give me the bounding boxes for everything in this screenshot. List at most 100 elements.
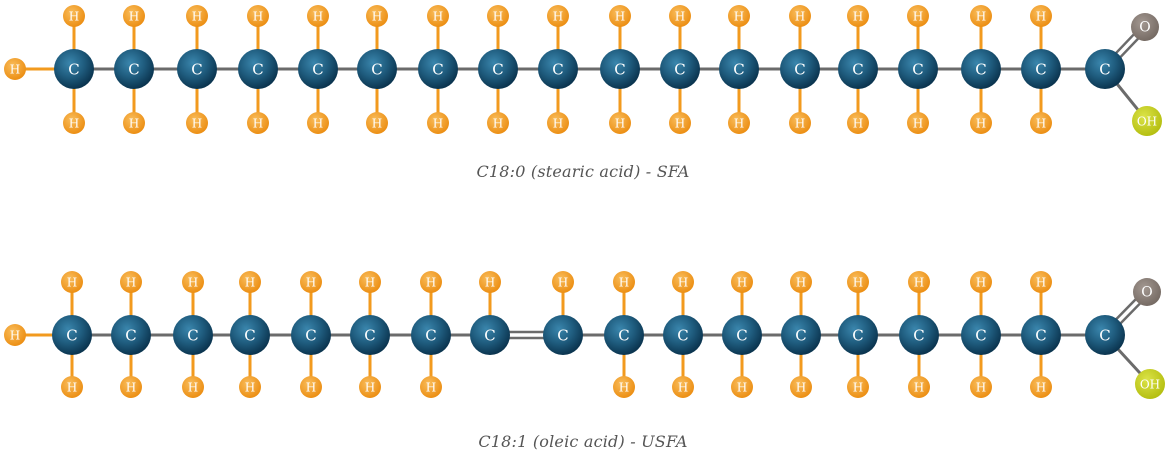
hydrogen-atom: H xyxy=(420,271,442,293)
svg-text:C: C xyxy=(736,327,747,345)
svg-text:C: C xyxy=(852,327,863,345)
carbon-atom: C xyxy=(780,49,820,89)
hydrogen-atom: H xyxy=(789,5,811,27)
svg-text:H: H xyxy=(795,117,805,131)
carbon-atom: C xyxy=(719,49,759,89)
hydrogen-atom: H xyxy=(427,5,449,27)
svg-text:H: H xyxy=(372,117,382,131)
svg-text:OH: OH xyxy=(1140,378,1160,392)
svg-text:H: H xyxy=(129,10,139,24)
svg-text:C: C xyxy=(795,327,806,345)
svg-text:C: C xyxy=(484,327,495,345)
svg-text:H: H xyxy=(678,381,688,395)
svg-text:H: H xyxy=(615,10,625,24)
svg-text:H: H xyxy=(553,10,563,24)
carbon-atom: C xyxy=(54,49,94,89)
svg-text:H: H xyxy=(129,117,139,131)
carbon-atom: C xyxy=(663,315,703,355)
svg-text:H: H xyxy=(126,276,136,290)
hydrogen-atom: H xyxy=(61,271,83,293)
svg-text:H: H xyxy=(615,117,625,131)
svg-text:OH: OH xyxy=(1137,115,1157,129)
svg-text:H: H xyxy=(914,381,924,395)
carbon-atom: C xyxy=(838,49,878,89)
carbon-atom: C xyxy=(722,315,762,355)
hydrogen-atom: H xyxy=(847,376,869,398)
carbon-atom: C xyxy=(660,49,700,89)
hydrogen-atom: H xyxy=(552,271,574,293)
svg-text:H: H xyxy=(372,10,382,24)
hydroxyl-group: OH xyxy=(1135,369,1165,399)
svg-text:H: H xyxy=(306,276,316,290)
hydrogen-atom: H xyxy=(359,376,381,398)
svg-text:C: C xyxy=(557,327,568,345)
svg-text:H: H xyxy=(795,10,805,24)
hydrogen-atom: H xyxy=(907,112,929,134)
svg-text:C: C xyxy=(364,327,375,345)
hydrogen-atom: H xyxy=(479,271,501,293)
svg-text:H: H xyxy=(1036,381,1046,395)
svg-text:H: H xyxy=(1036,10,1046,24)
svg-text:H: H xyxy=(188,381,198,395)
svg-text:C: C xyxy=(305,327,316,345)
svg-text:H: H xyxy=(976,381,986,395)
hydrogen-atom: H xyxy=(672,376,694,398)
svg-text:H: H xyxy=(913,10,923,24)
hydrogen-atom: H xyxy=(4,324,26,346)
svg-text:H: H xyxy=(796,276,806,290)
hydrogen-atom: H xyxy=(487,5,509,27)
svg-text:H: H xyxy=(253,10,263,24)
hydrogen-atom: H xyxy=(63,5,85,27)
svg-text:C: C xyxy=(191,61,202,79)
hydrogen-atom: H xyxy=(487,112,509,134)
svg-text:H: H xyxy=(433,10,443,24)
svg-text:H: H xyxy=(69,10,79,24)
svg-text:H: H xyxy=(737,381,747,395)
hydrogen-atom: H xyxy=(420,376,442,398)
svg-text:C: C xyxy=(975,61,986,79)
hydrogen-atom: H xyxy=(970,112,992,134)
svg-text:H: H xyxy=(313,117,323,131)
hydrogen-atom: H xyxy=(307,112,329,134)
carbon-atom: C xyxy=(111,315,151,355)
carbon-atom: C xyxy=(291,315,331,355)
carbon-atom: C xyxy=(298,49,338,89)
svg-text:H: H xyxy=(976,117,986,131)
carbon-atom: C xyxy=(52,315,92,355)
svg-text:C: C xyxy=(492,61,503,79)
hydrogen-atom: H xyxy=(908,271,930,293)
carbon-atom: C xyxy=(538,49,578,89)
hydrogen-atom: H xyxy=(547,5,569,27)
hydrogen-atom: H xyxy=(247,112,269,134)
hydrogen-atom: H xyxy=(239,271,261,293)
svg-text:H: H xyxy=(313,10,323,24)
hydrogen-atom: H xyxy=(728,112,750,134)
carbon-atom: C xyxy=(961,315,1001,355)
carbon-atom: C xyxy=(411,315,451,355)
svg-text:H: H xyxy=(67,381,77,395)
hydrogen-atom: H xyxy=(728,5,750,27)
svg-text:C: C xyxy=(552,61,563,79)
svg-text:H: H xyxy=(734,10,744,24)
svg-text:C: C xyxy=(432,61,443,79)
hydrogen-atom: H xyxy=(61,376,83,398)
carbon-atom: C xyxy=(899,315,939,355)
svg-text:C: C xyxy=(125,327,136,345)
hydrogen-atom: H xyxy=(908,376,930,398)
hydrogen-atom: H xyxy=(669,112,691,134)
svg-text:C: C xyxy=(614,61,625,79)
hydrogen-atom: H xyxy=(847,112,869,134)
carbon-atom: C xyxy=(781,315,821,355)
svg-text:H: H xyxy=(69,117,79,131)
carbon-atom: C xyxy=(543,315,583,355)
carbon-atom: C xyxy=(238,49,278,89)
hydrogen-atom: H xyxy=(366,112,388,134)
svg-text:C: C xyxy=(252,61,263,79)
svg-text:C: C xyxy=(1035,327,1046,345)
svg-text:C: C xyxy=(1035,61,1046,79)
svg-text:H: H xyxy=(365,276,375,290)
